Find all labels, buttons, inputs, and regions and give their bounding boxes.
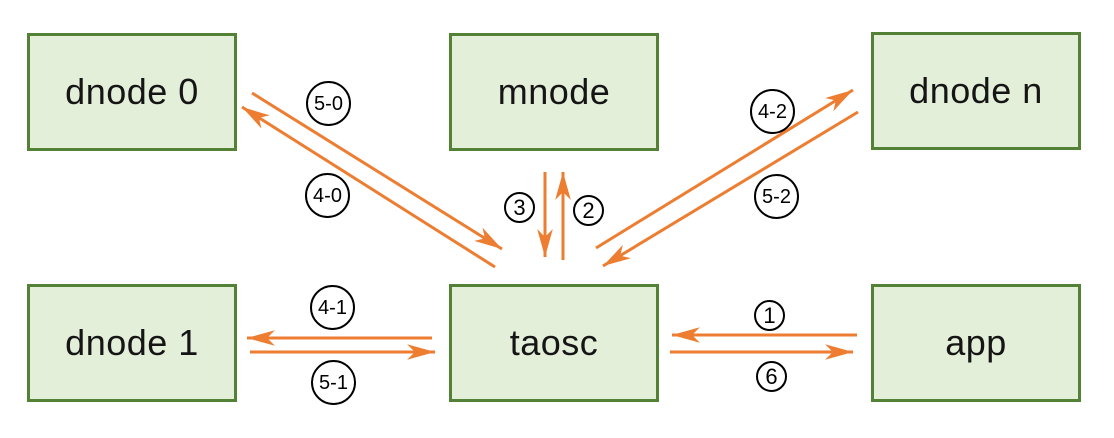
arrow-5-0 <box>251 91 503 251</box>
edge-label-5-0: 5-0 <box>306 81 351 126</box>
node-dnode-0: dnode 0 <box>27 33 237 151</box>
edge-label-4-1: 4-1 <box>310 285 355 330</box>
edge-label-4-2: 4-2 <box>750 89 795 134</box>
edge-label-3: 3 <box>504 192 535 223</box>
node-mnode-label: mnode <box>497 71 611 112</box>
node-dnode-1: dnode 1 <box>27 284 237 402</box>
edge-label-5-2: 5-2 <box>754 174 799 219</box>
node-taosc-label: taosc <box>509 322 599 363</box>
edge-label-5-1: 5-1 <box>311 360 356 405</box>
node-app: app <box>871 284 1081 402</box>
arrow-4-2 <box>595 88 854 250</box>
edge-label-1: 1 <box>754 300 785 331</box>
node-dnode-n-label: dnode n <box>909 70 1043 111</box>
node-app-label: app <box>945 322 1007 363</box>
edge-label-2: 2 <box>573 195 604 226</box>
node-taosc: taosc <box>449 284 659 402</box>
node-mnode: mnode <box>449 33 659 151</box>
node-dnode-0-label: dnode 0 <box>65 71 199 112</box>
arrow-5-2 <box>602 110 859 268</box>
edge-label-6: 6 <box>756 361 787 392</box>
edge-label-4-0: 4-0 <box>305 173 350 218</box>
node-dnode-n: dnode n <box>871 32 1081 150</box>
arrow-4-0 <box>241 105 496 269</box>
node-dnode-1-label: dnode 1 <box>65 322 199 363</box>
